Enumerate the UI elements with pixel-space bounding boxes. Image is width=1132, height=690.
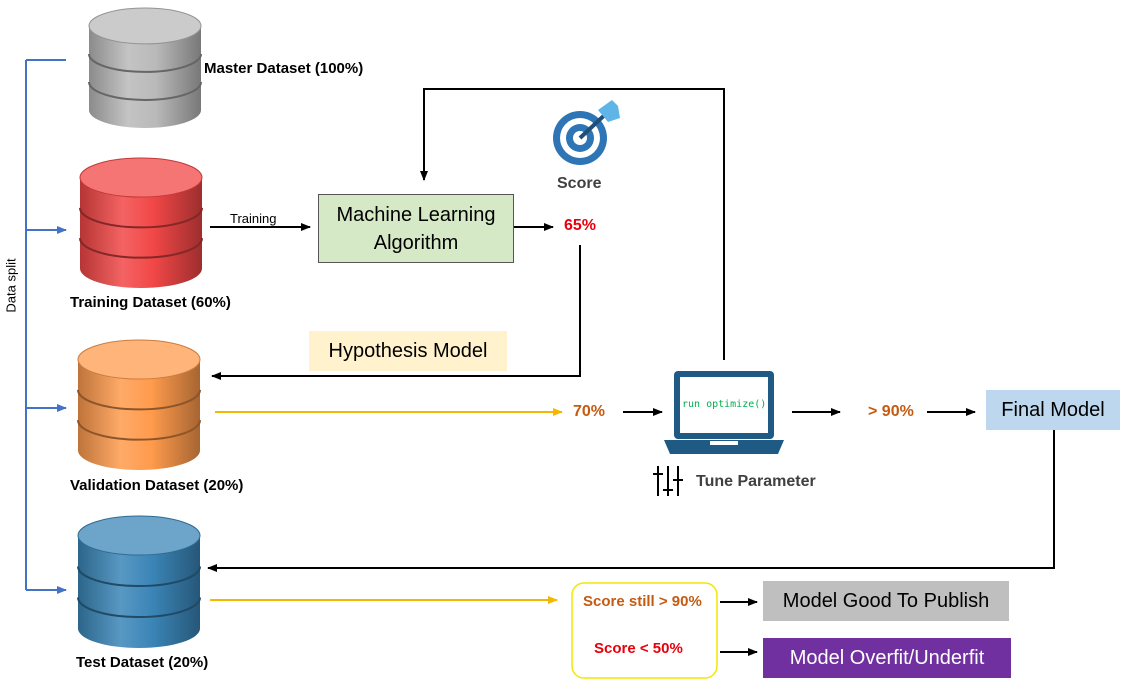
training-dataset-label: Training Dataset (60%) [70, 294, 231, 311]
final-to-test-arrow [207, 430, 1055, 572]
model-good-label: Model Good To Publish [782, 589, 990, 612]
model-overfit-box: Model Overfit/Underfit [763, 638, 1011, 678]
score-lt-50: Score < 50% [594, 640, 683, 657]
ml-algorithm-label: Machine Learning Algorithm [336, 203, 496, 254]
score-70: 70% [573, 403, 606, 420]
final-model-box: Final Model [986, 390, 1120, 430]
test-dataset-label: Test Dataset (20%) [76, 654, 209, 671]
ml-algorithm-box: Machine Learning Algorithm [318, 194, 514, 263]
test-dataset-icon [77, 515, 201, 648]
score-gt-90: > 90% [868, 403, 914, 420]
data-split-bracket [25, 59, 67, 594]
training-arrow-label: Training [230, 211, 277, 226]
master-dataset-label: Master Dataset (100%) [204, 60, 364, 77]
laptop-code-text: run optimize() [682, 399, 767, 410]
tune-parameter-label: Tune Parameter [696, 473, 816, 490]
master-dataset-icon [88, 7, 202, 129]
validation-dataset-icon [77, 339, 201, 471]
target-arrow-icon [553, 100, 620, 165]
validation-dataset-label: Validation Dataset (20%) [70, 477, 244, 494]
hypothesis-model-label: Hypothesis Model [328, 339, 488, 362]
test-results-container [571, 582, 718, 679]
sliders-icon [653, 466, 683, 496]
final-model-label: Final Model [1001, 398, 1105, 421]
data-split-label: Data split [3, 258, 19, 313]
training-dataset-icon [79, 157, 203, 289]
score-label: Score [557, 175, 602, 192]
hypothesis-arrow [211, 245, 581, 380]
model-good-box: Model Good To Publish [763, 581, 1009, 621]
hypothesis-model-box: Hypothesis Model [309, 331, 507, 371]
feedback-loop-arrow [420, 88, 725, 360]
score-still-gt-90: Score still > 90% [583, 593, 702, 610]
model-overfit-label: Model Overfit/Underfit [789, 646, 985, 669]
score-65: 65% [564, 217, 597, 234]
laptop-icon [664, 371, 784, 454]
